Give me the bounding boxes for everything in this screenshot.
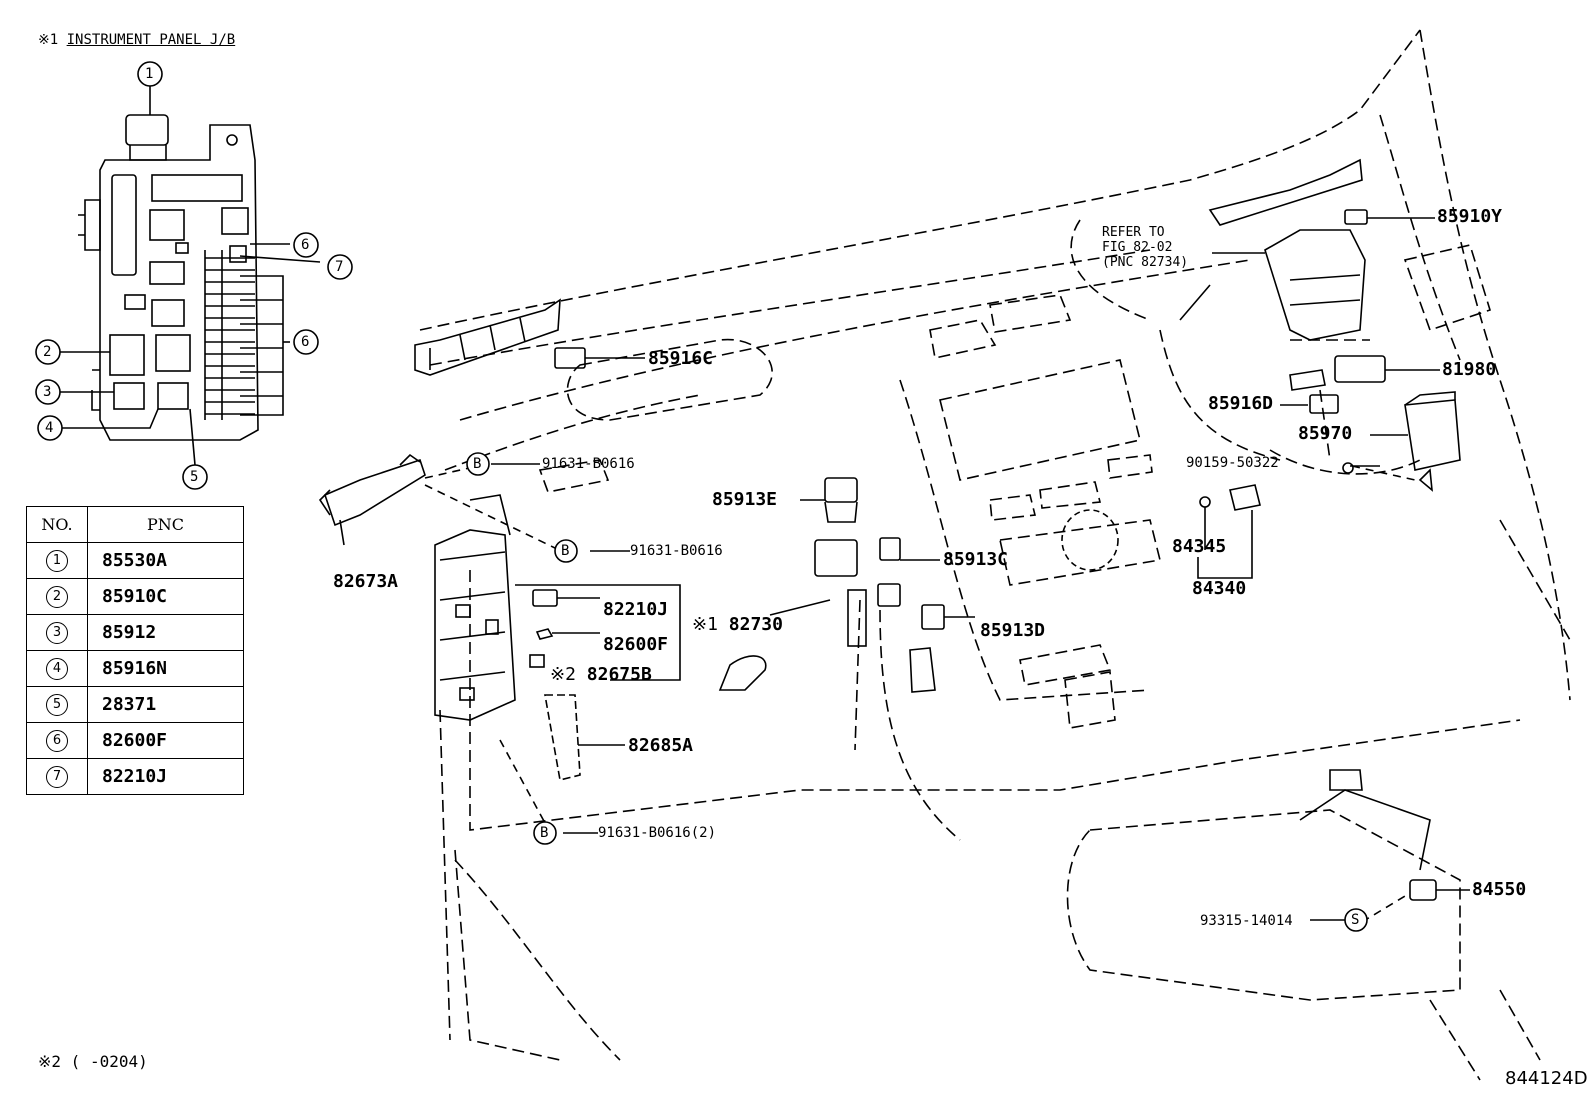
refer-line-1: REFER TO [1102,225,1165,240]
pnc-table: NO. PNC 1 85530A 2 85910C 3 85912 4 85916N 5… [26,506,244,795]
jb-callout-5: 5 [190,469,199,485]
row-number: 1 [46,550,68,572]
footnote-2: ※2 ( -0204) [38,1052,148,1071]
part-label-85970: 85970 [1298,423,1353,444]
part-label-90159: 90159-50322 [1186,455,1279,471]
row-pnc: 28371 [87,686,244,723]
refer-note: REFER TO FIG 82-02 (PNC 82734) [1102,225,1189,271]
part-label-85913c: 85913C [943,549,1009,570]
jb-callout-3: 3 [43,384,52,400]
part-label-82600f: 82600F [603,634,669,655]
part-label-82210j: 82210J [603,599,669,620]
bolt-mark-s: S [1351,912,1360,928]
row-number: 7 [46,766,68,788]
row-pnc: 85530A [87,542,244,579]
part-label-85916c: 85916C [648,348,714,369]
table-row: 6 82600F [26,722,244,759]
refer-line-2: FIG 82-02 [1102,239,1173,255]
jb-callout-4: 4 [45,420,54,436]
part-label-93315: 93315-14014 [1200,913,1293,929]
part-label-85910y: 85910Y [1437,206,1503,227]
bolt-mark-b1: B [473,456,482,472]
row-pnc: 85916N [87,650,244,687]
row-number: 6 [46,730,68,752]
jb-title-text: INSTRUMENT PANEL J/B [66,32,236,48]
jb-callout-6b: 6 [301,334,310,350]
jb-callout-2: 2 [43,344,52,360]
part-label-84345: 84345 [1172,536,1227,557]
row-number: 4 [46,658,68,680]
part-label-82685a: 82685A [628,735,694,756]
part-label-91631-a: 91631-B0616 [542,456,635,472]
bolt-mark-b3: B [540,825,549,841]
part-label-85913e: 85913E [712,489,778,510]
row-pnc: 82210J [87,758,244,795]
table-row: 7 82210J [26,758,244,795]
part-label-82730: ※1 82730 [692,616,783,634]
part-label-81980: 81980 [1442,359,1497,380]
part-label-82730-number: 82730 [728,614,783,635]
part-label-91631-c: 91631-B0616(2) [598,825,717,841]
junction-block-drawing [60,85,321,466]
jb-callout-7: 7 [335,259,344,275]
part-label-85913d: 85913D [980,620,1046,641]
row-number: 2 [46,586,68,608]
table-row: 2 85910C [26,578,244,615]
pnc-table-header: NO. PNC [26,506,244,543]
table-row: 1 85530A [26,542,244,579]
part-label-82673a: 82673A [333,571,399,592]
row-pnc: 82600F [87,722,244,759]
jb-title-mark: ※1 [38,32,59,48]
dashed-leaders [424,465,1416,923]
part-label-84550: 84550 [1472,879,1527,900]
table-row: 5 28371 [26,686,244,723]
part-label-82730-mark: ※1 [692,614,718,635]
jb-title: ※1 INSTRUMENT PANEL J/B [38,32,235,48]
part-label-84340: 84340 [1192,578,1247,599]
part-label-82675b-mark: ※2 [550,664,576,685]
leader-lines [339,217,1470,921]
table-row: 4 85916N [26,650,244,687]
row-pnc: 85910C [87,578,244,615]
part-label-91631-b: 91631-B0616 [630,543,723,559]
jb-callout-1: 1 [145,66,154,82]
row-pnc: 85912 [87,614,244,651]
header-no: NO. [26,506,88,543]
part-label-82675b-number: 82675B [586,664,652,685]
row-number: 5 [46,694,68,716]
part-label-82675b: ※2 82675B [550,666,652,684]
row-number: 3 [46,622,68,644]
table-row: 3 85912 [26,614,244,651]
part-label-85916d: 85916D [1208,393,1274,414]
bolt-mark-b2: B [561,543,570,559]
dashboard-outline [419,29,1571,1081]
header-pnc: PNC [87,506,244,543]
jb-callout-6a: 6 [301,237,310,253]
diagram-code: 844124D [1505,1068,1588,1089]
dashboard-parts [318,158,1461,901]
refer-line-3: (PNC 82734) [1102,254,1189,270]
